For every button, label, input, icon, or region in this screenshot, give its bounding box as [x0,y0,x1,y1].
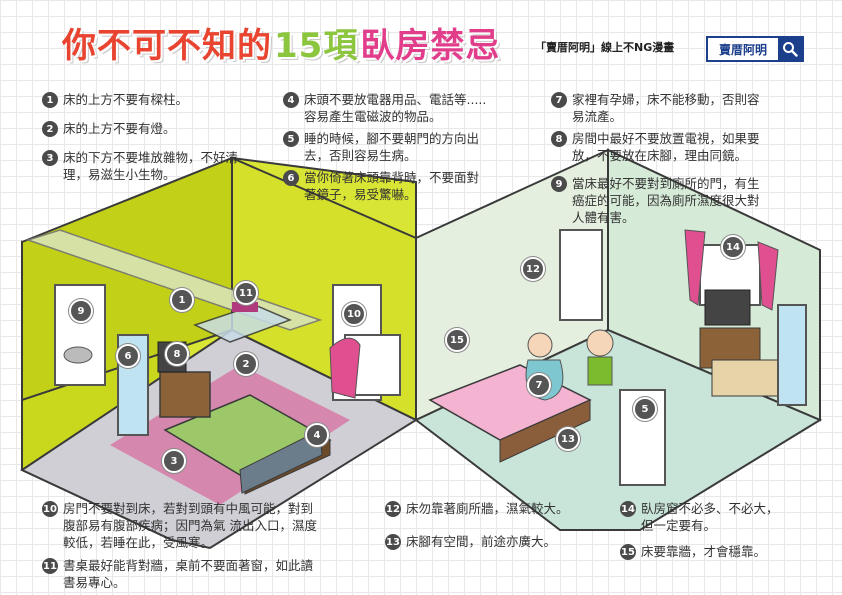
tip-text: 床的上方不要有樑柱。 [63,92,189,107]
left-curtain [329,337,361,399]
tip-1: 1 床的上方不要有樑柱。 [42,91,188,108]
left-bed-headboard [239,429,323,494]
scene-marker-15: 15 [445,328,469,352]
left-toilet [63,346,93,364]
search-icon [783,42,798,57]
tip-9: 9 當床最好不要對到廁所的門，有生 癌症的可能，因為廁所濕度很大對 人體有害。 [551,175,760,226]
tip-12: 12 床勿靠著廁所牆，濕氣較大。 [385,500,569,517]
scene-marker-8: 8 [165,342,189,366]
scene-marker-1: 1 [170,288,194,312]
tip-7: 7 家裡有孕婦，床不能移動，否則容 易流產。 [551,91,760,125]
search-button[interactable] [778,38,802,60]
right-curtain-right [757,241,779,311]
tip-text: 床頭不要放電器用品、電話等..... 容易產生電磁波的物品。 [304,92,487,124]
right-wardrobe [559,229,603,321]
scene-marker-12: 12 [521,257,545,281]
scene-marker-3: 3 [162,449,186,473]
tip-text: 房門不要對到床，若對到頭有中風可能，對到 腹部易有腹部疾病；因門為氣 流出入口，… [63,501,317,550]
tip-11: 11 書桌最好能背對牆，桌前不要面著窗，如此讀 書易專心。 [42,557,313,591]
scene-marker-13: 13 [556,427,580,451]
scene-marker-5: 5 [633,397,657,421]
tip-text: 床腳有空間，前途亦廣大。 [406,534,557,549]
title-part-2: 15項 [274,26,359,66]
tip-number: 6 [283,170,299,186]
tip-text: 書桌最好能背對牆，桌前不要面著窗，如此讀 書易專心。 [63,558,314,590]
title-part-3: 臥房禁忌 [360,26,501,66]
right-bed-side [499,399,591,463]
scene-marker-6: 6 [116,344,140,368]
left-books [232,302,258,312]
scene-marker-7: 7 [527,373,551,397]
tip-5: 5 睡的時候，腳不要朝門的方向出 去，否則容易生病。 [283,130,479,164]
brand-label: 賣厝阿明 [718,42,767,57]
scene-marker-11: 11 [234,281,258,305]
scene-marker-14: 14 [721,235,745,259]
tip-number: 4 [283,92,299,108]
boy-head [586,329,614,357]
tip-number: 1 [42,92,58,108]
scene-marker-2: 2 [234,352,258,376]
tip-number: 13 [385,534,401,550]
pregnant-woman-head [527,332,553,358]
tip-13: 13 床腳有空間，前途亦廣大。 [385,533,556,550]
tip-text: 房間中最好不要放置電視，如果要 放，不要放在床腳，理由同鏡。 [572,131,760,163]
credit-line: 「賣厝阿明」線上不NG漫畫 [535,41,675,54]
boy-body [587,356,613,386]
tip-number: 7 [551,92,567,108]
tip-number: 14 [620,501,636,517]
tip-4: 4 床頭不要放電器用品、電話等..... 容易產生電磁波的物品。 [283,91,486,125]
tip-15: 15 床要靠牆，才會穩靠。 [620,543,766,560]
tip-number: 12 [385,501,401,517]
tip-text: 床的上方不要有燈。 [63,121,176,136]
tip-10: 10 房門不要對到床，若對到頭有中風可能，對到 腹部易有腹部疾病；因門為氣 流出… [42,500,317,551]
right-desk [711,359,783,397]
tip-14: 14 臥房窗不必多、不必大， 但一定要有。 [620,500,779,534]
tip-text: 當床最好不要對到廁所的門，有生 癌症的可能，因為廁所濕度很大對 人體有害。 [572,176,760,225]
tip-text: 當你倚著床頭靠背時，不要面對 著鏡子，易受驚嚇。 [304,170,480,202]
tip-number: 2 [42,121,58,137]
tip-text: 床的下方不要堆放雜物，不好清 理，易滋生小生物。 [63,150,239,182]
title-part-1: 你不可不知的 [62,26,272,66]
scene-marker-9: 9 [69,299,93,323]
page-title: 你不可不知的 15項 臥房禁忌 [62,18,500,68]
tip-number: 8 [551,131,567,147]
right-tv [704,289,751,326]
tip-number: 10 [42,501,58,517]
tip-number: 15 [620,544,636,560]
tip-text: 家裡有孕婦，床不能移動，否則容 易流產。 [572,92,760,124]
tip-text: 睡的時候，腳不要朝門的方向出 去，否則容易生病。 [304,131,480,163]
scene-marker-4: 4 [305,423,329,447]
right-curtain-left [684,229,706,306]
brand-search-box[interactable]: 賣厝阿明 [706,36,804,62]
tip-number: 3 [42,150,58,166]
tip-6: 6 當你倚著床頭靠背時，不要面對 著鏡子，易受驚嚇。 [283,169,479,203]
tip-text: 床要靠牆，才會穩靠。 [641,544,767,559]
left-cabinet [159,371,211,418]
tip-number: 5 [283,131,299,147]
tip-number: 11 [42,558,58,574]
tip-3: 3 床的下方不要堆放雜物，不好清 理，易滋生小生物。 [42,149,238,183]
right-mirror [777,304,807,406]
scene-marker-10: 10 [342,302,366,326]
tip-8: 8 房間中最好不要放置電視，如果要 放，不要放在床腳，理由同鏡。 [551,130,760,164]
tip-text: 床勿靠著廁所牆，濕氣較大。 [406,501,569,516]
tip-number: 9 [551,176,567,192]
tip-text: 臥房窗不必多、不必大， 但一定要有。 [641,501,779,533]
tip-2: 2 床的上方不要有燈。 [42,120,176,137]
